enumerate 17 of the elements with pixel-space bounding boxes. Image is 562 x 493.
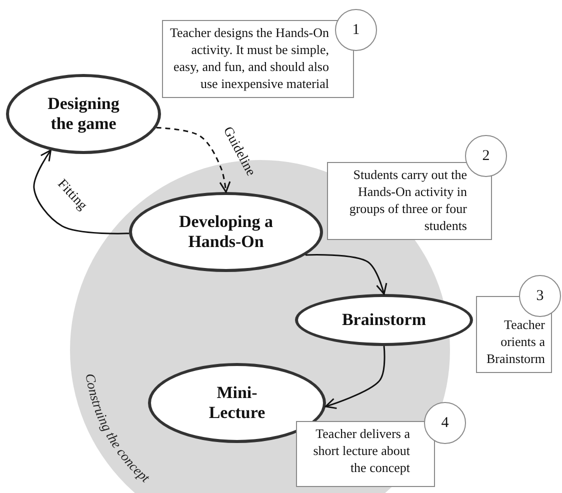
process-label: Developing a Hands-On: [178, 212, 274, 252]
callout-number: 3: [519, 275, 561, 317]
note-text: Teacher designs the Hands-On activity. It must be simple, easy, and fun, and should also use inexpensive material: [170, 25, 329, 91]
callout-number: 4: [424, 402, 466, 444]
note-box: [162, 20, 354, 98]
arrow: [305, 254, 388, 295]
process-label: Brainstorm: [342, 310, 426, 330]
process-label: Mini-Lecture: [208, 383, 266, 423]
note-text: Students carry out the Hands-On activity in groups of three or four students: [349, 167, 467, 233]
arrow: [156, 126, 231, 193]
callout-number: 1: [335, 9, 377, 51]
note-text: Teacher orients a Brainstorm: [486, 317, 545, 366]
process-label: Designing the game: [46, 94, 120, 134]
note-text: Teacher delivers a short lecture about the concept: [313, 426, 410, 475]
callout-number: 2: [465, 135, 507, 177]
note-box: [327, 162, 492, 240]
arrow: [324, 346, 386, 409]
